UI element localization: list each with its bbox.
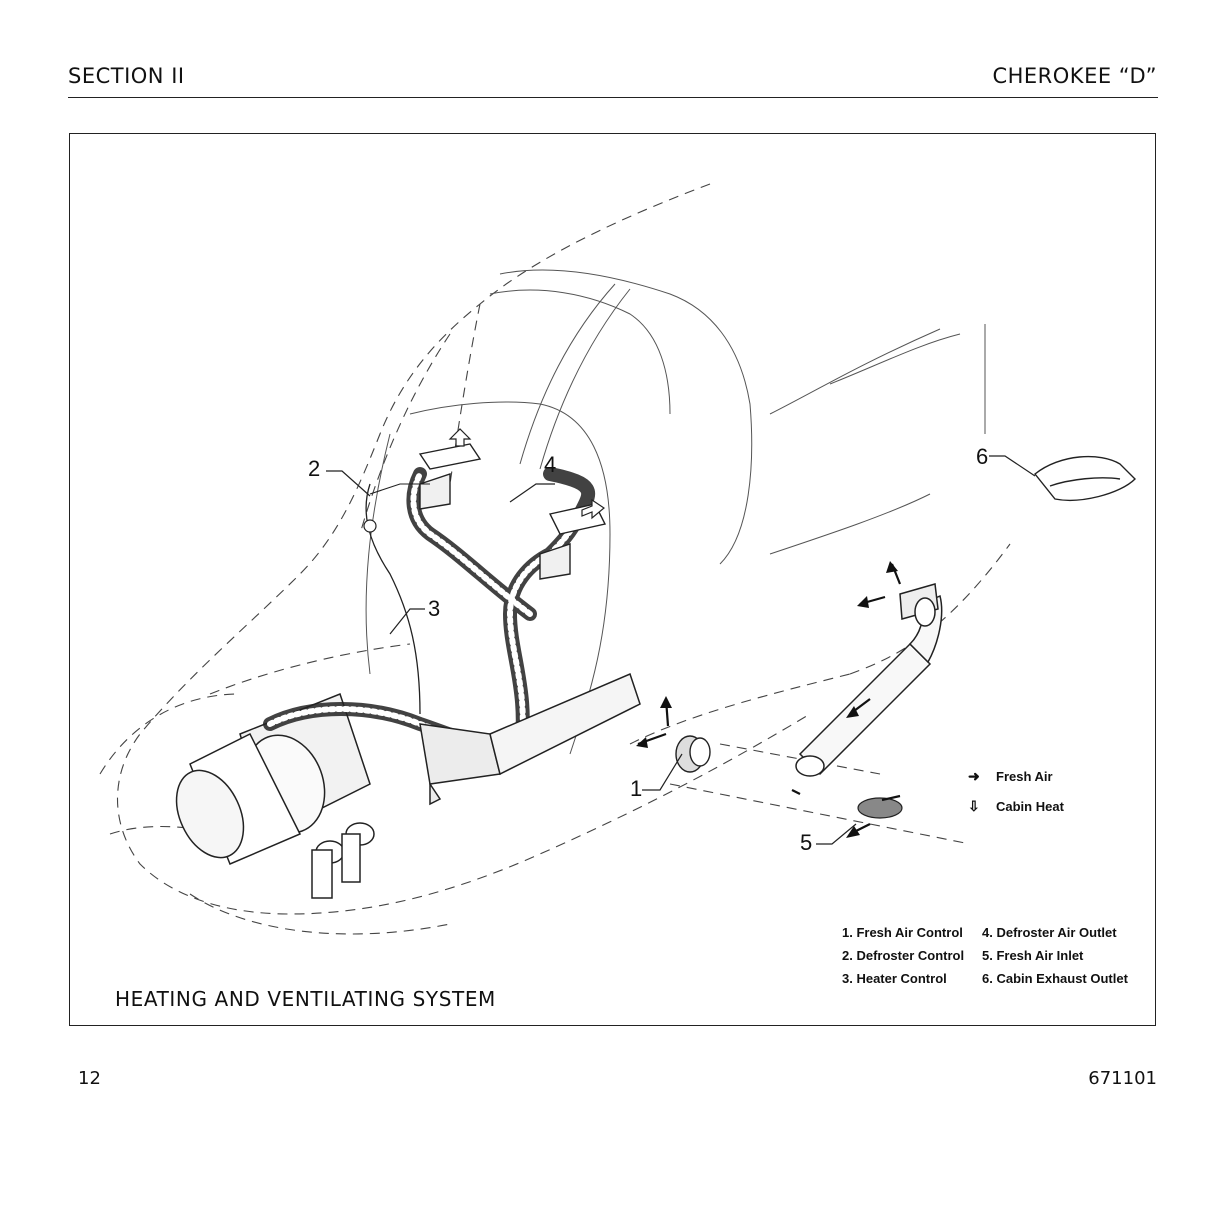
section-heading: SECTION II	[68, 64, 185, 88]
figure-frame: 2 4 3 1 5 6 ➜Fresh Air ⇩Cabin Heat 1. Fr…	[69, 133, 1156, 1026]
revision-code: 671101	[1088, 1068, 1157, 1089]
legend-item: 3. Heater Control	[842, 967, 964, 990]
callout-5: 5	[800, 830, 812, 856]
legend-item: 5. Fresh Air Inlet	[982, 944, 1128, 967]
figure-caption: HEATING AND VENTILATING SYSTEM	[115, 987, 496, 1011]
airflow-key: ➜Fresh Air ⇩Cabin Heat	[968, 768, 1064, 828]
aircraft-model: CHEROKEE “D”	[992, 64, 1157, 88]
solid-arrow-icon: ➜	[968, 768, 996, 785]
open-arrow-icon: ⇩	[968, 798, 996, 815]
page-number: 12	[78, 1068, 101, 1089]
key-cabin-heat: ⇩Cabin Heat	[968, 798, 1064, 828]
key-fresh-air-label: Fresh Air	[996, 769, 1053, 784]
callout-2: 2	[308, 456, 320, 482]
legend-column-2: 4. Defroster Air Outlet 5. Fresh Air Inl…	[982, 921, 1128, 990]
legend-column-1: 1. Fresh Air Control 2. Defroster Contro…	[842, 921, 964, 990]
legend-item: 1. Fresh Air Control	[842, 921, 964, 944]
legend-item: 2. Defroster Control	[842, 944, 964, 967]
key-fresh-air: ➜Fresh Air	[968, 768, 1064, 798]
callout-4: 4	[544, 452, 556, 478]
key-cabin-heat-label: Cabin Heat	[996, 799, 1064, 814]
heating-ventilating-diagram	[70, 134, 1155, 1025]
legend-item: 6. Cabin Exhaust Outlet	[982, 967, 1128, 990]
legend-item: 4. Defroster Air Outlet	[982, 921, 1128, 944]
header-divider	[68, 97, 1158, 98]
callout-6: 6	[976, 444, 988, 470]
callout-1: 1	[630, 776, 642, 802]
callout-3: 3	[428, 596, 440, 622]
